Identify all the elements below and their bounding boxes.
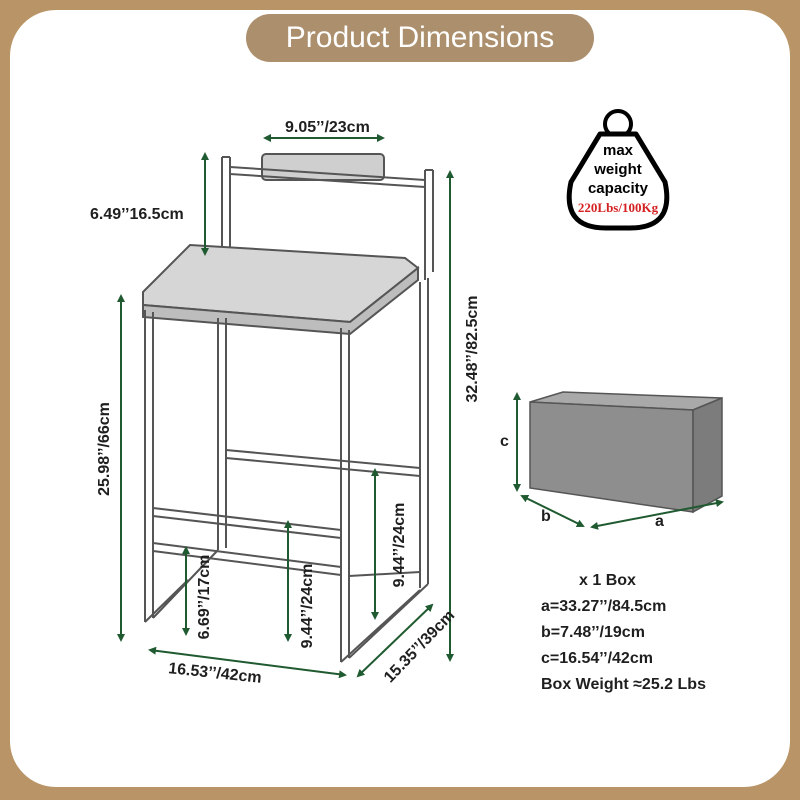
capacity-line-2: weight bbox=[594, 161, 642, 178]
seat-side bbox=[142, 265, 419, 336]
label-seat-height: 25.98’’/66cm bbox=[96, 402, 113, 496]
leg-front-right bbox=[340, 328, 350, 662]
label-footrest-bottom-height: 6.69’’/17cm bbox=[196, 554, 213, 640]
capacity-line-1: max bbox=[602, 142, 634, 159]
leg-back-left bbox=[217, 318, 227, 550]
stretcher-front-upper bbox=[152, 507, 342, 539]
bar-stool-illustration bbox=[142, 153, 434, 663]
dim-width bbox=[148, 646, 347, 679]
leg-front-left bbox=[144, 310, 154, 622]
box-weight: Box Weight ≈25.2 Lbs bbox=[541, 676, 706, 693]
box-dimension-lines bbox=[513, 392, 724, 530]
weight-icon bbox=[566, 109, 670, 231]
page-title: Product Dimensions bbox=[246, 14, 594, 62]
box-dimension-a: a=33.27’’/84.5cm bbox=[541, 598, 667, 615]
shipping-box-illustration bbox=[529, 391, 723, 514]
box-dimension-c: c=16.54’’/42cm bbox=[541, 650, 653, 667]
box-dimension-b: b=7.48’’/19cm bbox=[541, 624, 645, 641]
label-footrest-lower-height: 9.44’’/24cm bbox=[299, 563, 316, 649]
box-front bbox=[529, 401, 694, 513]
box-side bbox=[692, 396, 723, 514]
label-backrest-width: 9.05’’/23cm bbox=[285, 119, 370, 136]
stretcher-back bbox=[225, 449, 421, 477]
box-dim-a bbox=[590, 499, 724, 530]
back-post-left bbox=[221, 156, 231, 252]
dim-depth bbox=[356, 603, 434, 678]
back-rail bbox=[229, 166, 426, 188]
label-total-height: 32.48’’/82.5cm bbox=[464, 295, 481, 403]
box-label-b: b bbox=[541, 508, 551, 525]
capacity-value: 220Lbs/100Kg bbox=[577, 200, 659, 215]
dimension-lines bbox=[117, 134, 454, 679]
box-label-a: a bbox=[655, 513, 664, 530]
stretcher-side bbox=[348, 571, 421, 577]
box-info: x 1 Box a=33.27’’/84.5cm b=7.48’’/19cm c… bbox=[541, 568, 706, 698]
leg-back-right bbox=[419, 278, 429, 588]
label-backrest-height: 6.49’’16.5cm bbox=[90, 206, 184, 223]
box-quantity: x 1 Box bbox=[579, 572, 636, 589]
box-dim-b bbox=[520, 495, 585, 527]
back-post-right bbox=[424, 169, 434, 280]
capacity-line-3: capacity bbox=[587, 180, 649, 197]
box-label-c: c bbox=[500, 433, 509, 450]
label-footrest-upper-height: 9.44’’/24cm bbox=[391, 502, 408, 588]
